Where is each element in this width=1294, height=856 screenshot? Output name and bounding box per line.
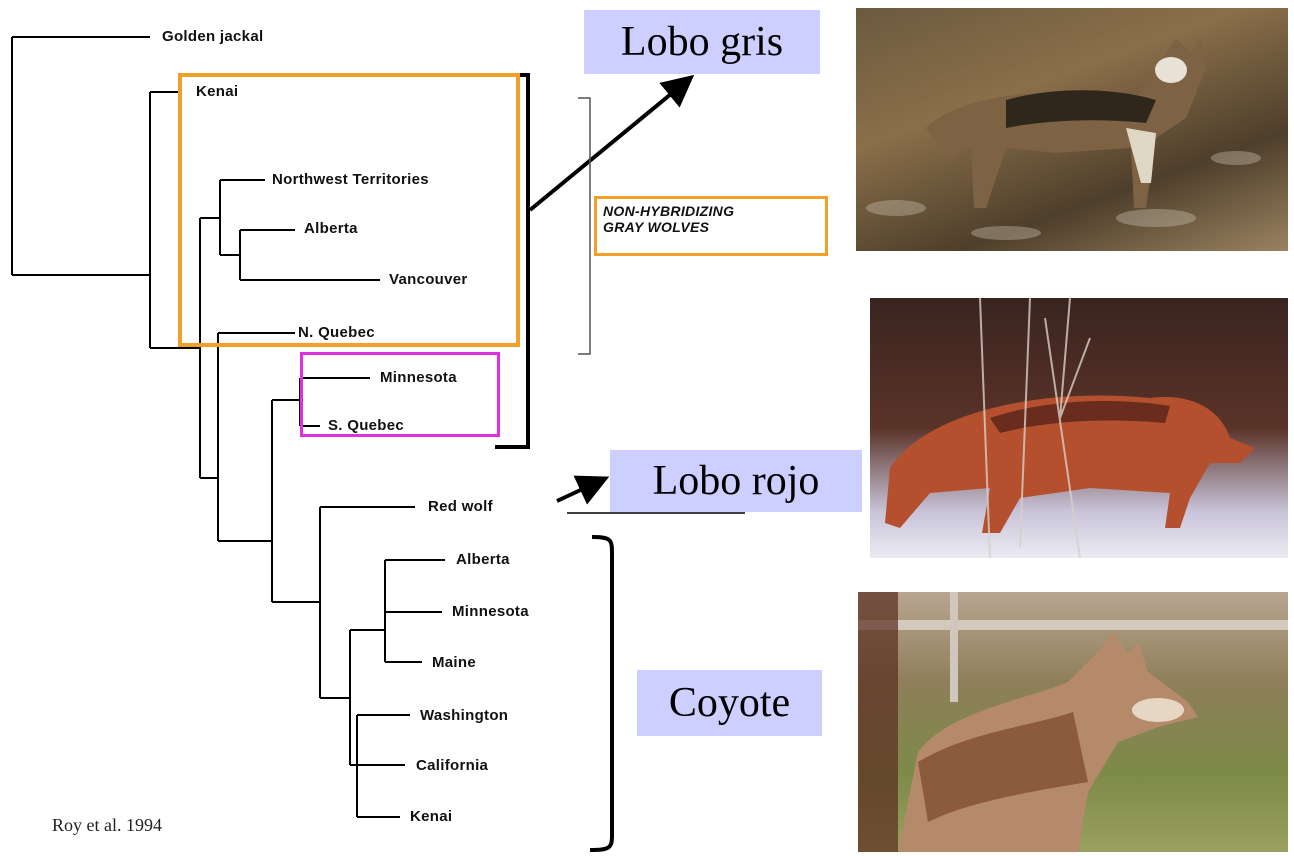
- coyote-photo: [858, 592, 1288, 852]
- coyote-east-branch: [385, 560, 445, 662]
- coyote-branch: [350, 630, 385, 765]
- gray-wolf-highlight-box: [178, 73, 520, 347]
- leaf-kenai-wolf: Kenai: [196, 83, 238, 101]
- leaf-washington: Washington: [420, 707, 508, 725]
- quebec-rest-branch: [218, 333, 295, 541]
- coyote-callout: Coyote: [637, 670, 822, 736]
- leaf-golden-jackal: Golden jackal: [162, 28, 263, 46]
- leaf-s-quebec: S. Quebec: [328, 417, 404, 435]
- red-wolf-photo: [870, 298, 1288, 558]
- nonhybridizing-bracket: [578, 98, 590, 354]
- gray-wolf-photo: [856, 8, 1288, 251]
- coyote-west-branch: [357, 715, 410, 817]
- lobo-gris-callout: Lobo gris: [584, 10, 820, 74]
- leaf-red-wolf: Red wolf: [428, 498, 493, 516]
- lobo-rojo-callout: Lobo rojo: [610, 450, 862, 512]
- non-hybridizing-line1: NON-HYBRIDIZING: [603, 203, 819, 219]
- leaf-maine: Maine: [432, 654, 476, 672]
- leaf-vancouver: Vancouver: [389, 271, 468, 289]
- coyote-bracket: [590, 537, 612, 850]
- redwolf-coyote-branch: [320, 507, 415, 698]
- leaf-california: California: [416, 757, 488, 775]
- lobo-gris-arrow: [530, 80, 688, 210]
- root-branch: [12, 37, 150, 275]
- non-hybridizing-line2: GRAY WOLVES: [603, 219, 819, 235]
- citation: Roy et al. 1994: [52, 815, 162, 836]
- leaf-minnesota-wolf: Minnesota: [380, 369, 457, 387]
- lobo-rojo-arrow: [557, 480, 602, 501]
- leaf-alberta-coyote: Alberta: [456, 551, 510, 569]
- leaf-n-quebec: N. Quebec: [298, 324, 375, 342]
- non-hybridizing-label: NON-HYBRIDIZING GRAY WOLVES: [594, 196, 828, 256]
- leaf-minnesota-coyote: Minnesota: [452, 603, 529, 621]
- leaf-alberta-wolf: Alberta: [304, 220, 358, 238]
- leaf-kenai-coyote: Kenai: [410, 808, 452, 826]
- leaf-northwest-territories: Northwest Territories: [272, 171, 429, 189]
